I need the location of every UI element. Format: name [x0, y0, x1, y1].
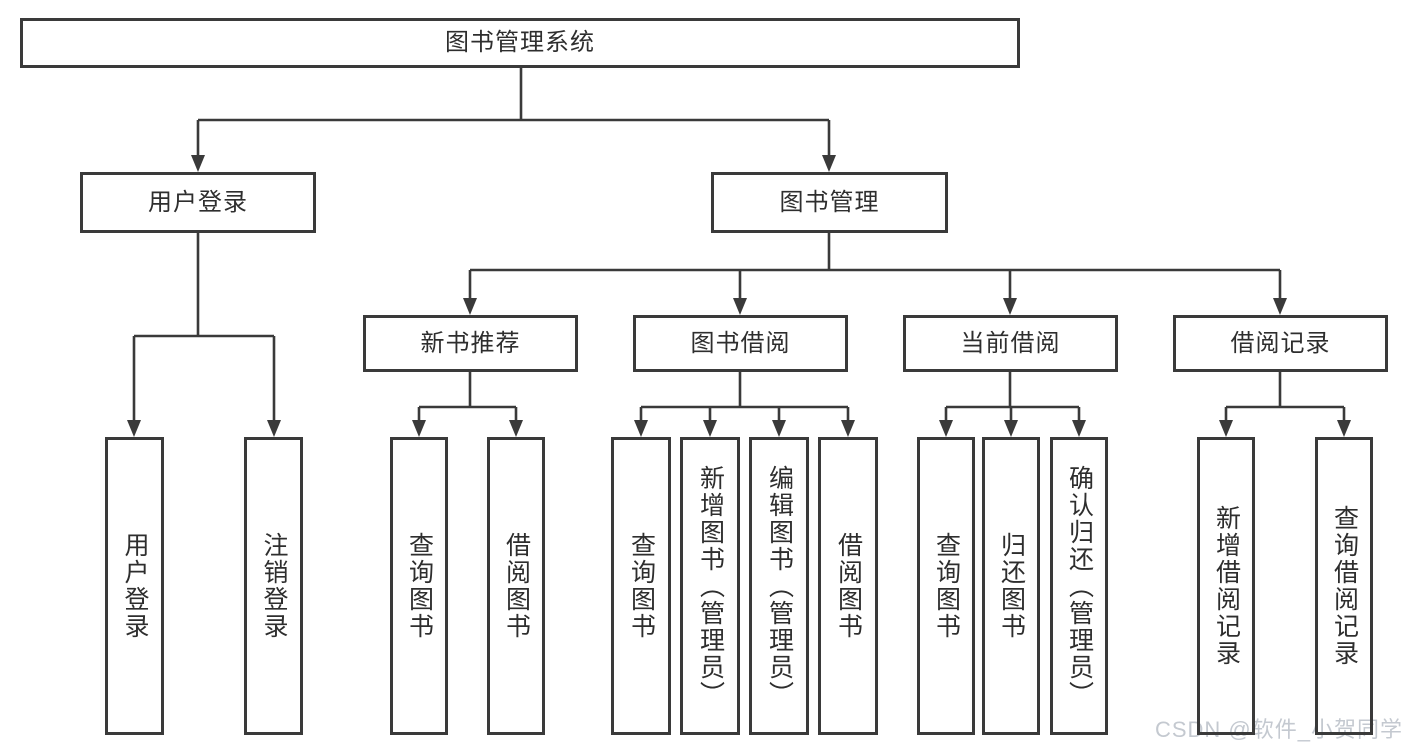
leaf-query-borrow-record: 查询借阅记录: [1315, 437, 1373, 735]
leaf-return-book: 归还图书: [982, 437, 1040, 735]
connector-book-borrow: [634, 372, 855, 437]
connector-user-login: [127, 233, 281, 437]
leaf-logout: 注销登录: [244, 437, 303, 735]
leaf-confirm-return-admin: 确认归还（管理员）: [1050, 437, 1108, 735]
connector-book-management: [463, 233, 1287, 315]
leaf-query-books-2: 查询图书: [611, 437, 671, 735]
node-book-borrow: 图书借阅: [633, 315, 848, 372]
node-new-book-recommend: 新书推荐: [363, 315, 578, 372]
node-library-system: 图书管理系统: [20, 18, 1020, 68]
leaf-add-borrow-record: 新增借阅记录: [1197, 437, 1255, 735]
node-current-borrow: 当前借阅: [903, 315, 1118, 372]
leaf-query-books-1: 查询图书: [390, 437, 448, 735]
leaf-borrow-books-2: 借阅图书: [818, 437, 878, 735]
connector-borrow-record: [1219, 372, 1351, 437]
connector-new-book: [412, 372, 523, 437]
node-book-management: 图书管理: [711, 172, 948, 233]
leaf-add-book-admin: 新增图书（管理员）: [680, 437, 740, 735]
leaf-borrow-books-1: 借阅图书: [487, 437, 545, 735]
watermark: CSDN @软件_小贺同学: [1154, 717, 1403, 742]
node-user-login: 用户登录: [80, 172, 316, 233]
node-borrow-record: 借阅记录: [1173, 315, 1388, 372]
leaf-query-books-3: 查询图书: [917, 437, 975, 735]
leaf-user-login: 用户登录: [105, 437, 164, 735]
connector-root: [191, 68, 836, 172]
leaf-edit-book-admin: 编辑图书（管理员）: [749, 437, 809, 735]
connector-current-borrow: [939, 372, 1086, 437]
